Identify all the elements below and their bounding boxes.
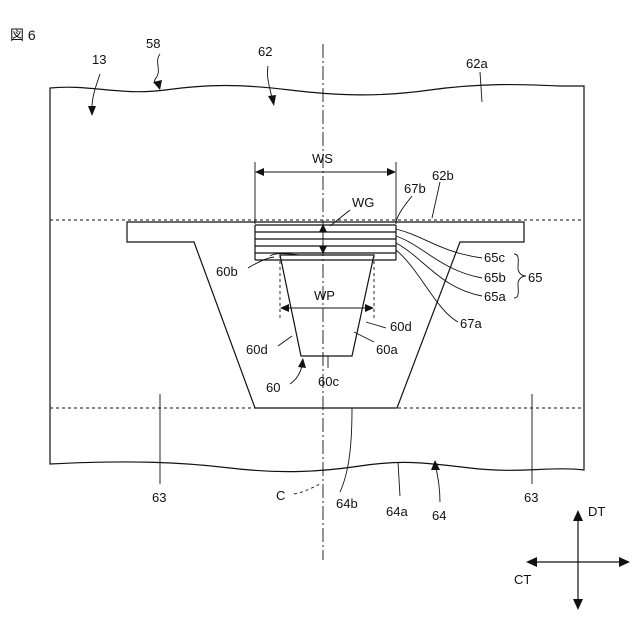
leader-64	[431, 460, 440, 502]
label-64b: 64b	[336, 496, 358, 511]
label-67a: 67a	[460, 316, 482, 331]
label-dt: DT	[588, 504, 605, 519]
brace-65	[514, 254, 526, 298]
label-64: 64	[432, 508, 446, 523]
label-ws: WS	[312, 151, 333, 166]
leader-62	[267, 66, 276, 106]
leader-62b	[432, 182, 440, 218]
label-c: C	[276, 488, 285, 503]
leader-64a	[398, 462, 400, 496]
label-60d-left: 60d	[246, 342, 268, 357]
label-65a: 65a	[484, 289, 506, 304]
label-60d-right: 60d	[390, 319, 412, 334]
leader-c	[294, 484, 320, 494]
figure-title: 図 6	[10, 27, 36, 43]
leader-62a	[480, 72, 482, 102]
label-60b: 60b	[216, 264, 238, 279]
label-62a: 62a	[466, 56, 488, 71]
label-63-right: 63	[524, 490, 538, 505]
label-64a: 64a	[386, 504, 408, 519]
label-58: 58	[146, 36, 160, 51]
label-13: 13	[92, 52, 106, 67]
direction-cross	[526, 510, 630, 610]
label-67b: 67b	[404, 181, 426, 196]
label-60a: 60a	[376, 342, 398, 357]
label-62: 62	[258, 44, 272, 59]
label-62b: 62b	[432, 168, 454, 183]
label-ct: CT	[514, 572, 531, 587]
label-60c: 60c	[318, 374, 339, 389]
leader-13	[88, 74, 100, 116]
leader-67b	[396, 196, 412, 222]
label-wp: WP	[314, 288, 335, 303]
label-60: 60	[266, 380, 280, 395]
label-65c: 65c	[484, 250, 505, 265]
label-wg: WG	[352, 195, 374, 210]
leader-58	[153, 54, 162, 90]
leader-64b	[340, 408, 352, 492]
label-65: 65	[528, 270, 542, 285]
ws-dimension	[255, 162, 396, 224]
label-63-left: 63	[152, 490, 166, 505]
label-65b: 65b	[484, 270, 506, 285]
